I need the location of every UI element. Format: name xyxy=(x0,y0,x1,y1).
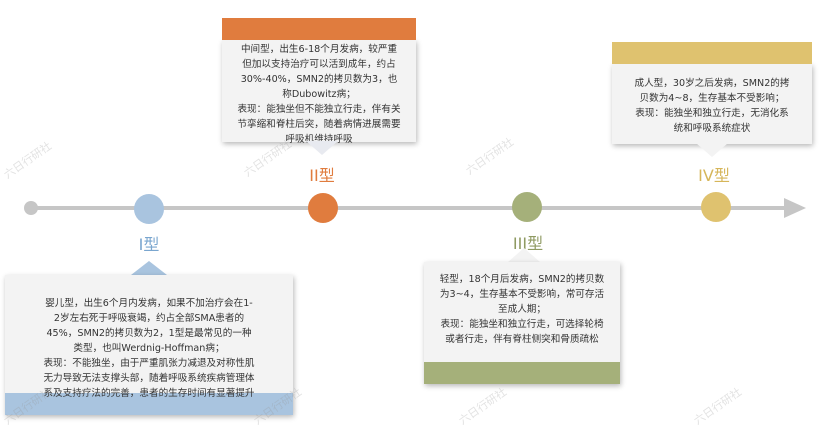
type2-description: 中间型，出生6-18个月发病，较严重 但加以支持治疗可以活到成年，约占 30%-… xyxy=(237,44,401,145)
type4-box xyxy=(612,64,812,144)
type1-description: 婴儿型，出生6个月内发病，如果不加治疗会在1- 2岁左右死于呼吸衰竭，约占全部S… xyxy=(43,298,255,399)
type2-dot xyxy=(308,193,338,223)
type4-dot xyxy=(701,192,731,222)
watermark: 六日行研社 xyxy=(463,135,517,178)
type4-box-bar xyxy=(612,42,812,64)
type4-label: IV型 xyxy=(698,166,730,185)
timeline-start-dot xyxy=(24,201,38,215)
type1-pointer xyxy=(131,261,167,275)
timeline-arrow-icon xyxy=(784,198,806,218)
type3-dot xyxy=(512,192,542,222)
type4-description: 成人型，30岁之后发病，SMN2的拷 贝数为4~8，生存基本不受影响； 表现：能… xyxy=(634,78,790,134)
type1-box-bar xyxy=(5,393,293,415)
type2-box xyxy=(222,40,416,142)
type2-box-bar xyxy=(222,18,416,40)
type1-dot xyxy=(134,194,164,224)
type3-pointer xyxy=(508,248,540,262)
type2-label: II型 xyxy=(309,166,335,185)
watermark: 六日行研社 xyxy=(456,385,510,428)
watermark: 六日行研社 xyxy=(1,139,55,182)
type1-label: I型 xyxy=(138,235,160,254)
type4-pointer xyxy=(696,143,728,157)
type3-box-bar xyxy=(424,362,620,384)
type3-description: 轻型，18个月后发病，SMN2的拷贝数 为3~4，生存基本不受影响，常可存活 至… xyxy=(439,274,605,345)
watermark: 六日行研社 xyxy=(691,385,745,428)
type2-pointer xyxy=(306,141,338,155)
type1-box xyxy=(5,275,293,415)
timeline-axis xyxy=(30,206,792,210)
